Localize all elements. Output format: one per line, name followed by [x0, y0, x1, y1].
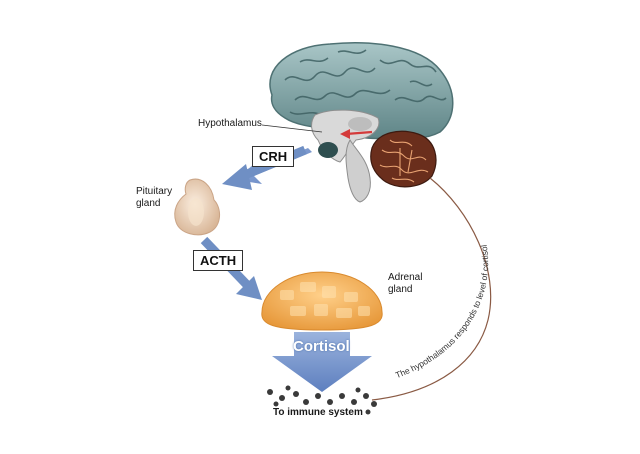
adrenal-gland: [261, 271, 383, 331]
crh-label: CRH: [252, 146, 295, 167]
feedback-label: The hypothalamus responds to level of co…: [394, 244, 490, 380]
brain-illustration: [269, 42, 454, 203]
cortisol-molecules: [267, 385, 377, 415]
pituitary-gland: [174, 178, 220, 236]
adrenal-label: Adrenal gland: [388, 272, 422, 296]
pituitary-label-line1: Pituitary: [136, 186, 173, 197]
hypothalamus-label: Hypothalamus: [198, 118, 262, 129]
cortisol-arrow: [272, 332, 372, 392]
pituitary-label-line2: gland: [136, 198, 161, 209]
to-immune-system-label: To immune system: [273, 407, 363, 418]
pituitary-label: Pituitary gland: [136, 186, 172, 210]
adrenal-label-line2: gland: [388, 284, 413, 295]
cerebellum: [370, 130, 437, 188]
hypothalamus-pointer: [261, 124, 323, 133]
acth-label: ACTH: [193, 250, 244, 271]
adrenal-label-line1: Adrenal: [388, 272, 423, 283]
feedback-line: [371, 177, 492, 401]
cortisol-label: Cortisol: [293, 338, 350, 355]
